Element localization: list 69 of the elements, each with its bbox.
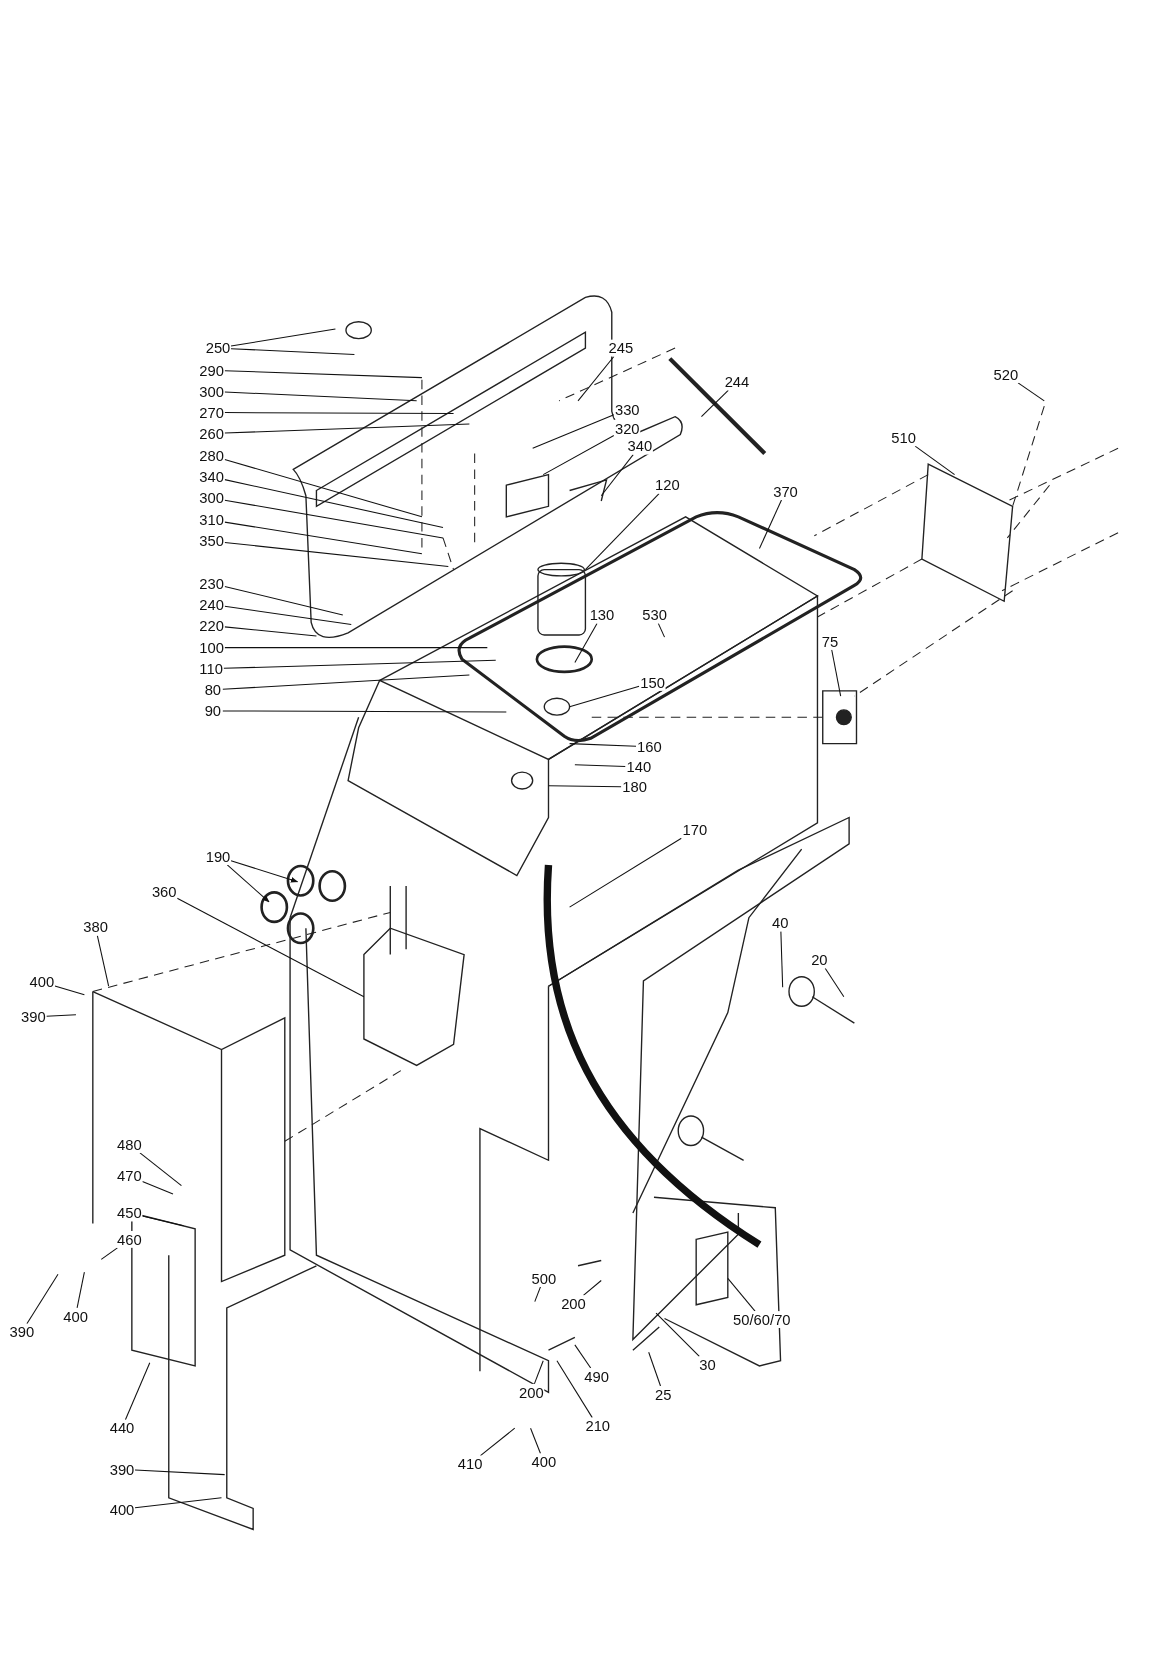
leader-line [556,1360,593,1419]
leader-line [224,370,423,379]
leader-line [758,499,783,550]
leader-line [574,764,627,767]
leader-line [914,445,956,476]
leader-line [600,454,634,497]
leader-line [224,391,418,402]
leader-line [224,647,488,649]
leader-line [230,328,336,347]
leader-line [831,649,842,697]
leader-line [76,1271,85,1309]
leader-line [582,1280,602,1296]
callout-number: 50/60/70 [732,1311,792,1328]
leader-line [224,412,455,414]
leader-line [134,1497,223,1509]
leader-line [727,1277,756,1312]
callout-number: 490 [583,1368,611,1385]
callout-number: 460 [116,1230,143,1248]
leader-line [569,685,640,708]
leader-line [532,414,615,449]
leader-line [824,967,845,998]
leader-line [230,348,355,355]
leader-line [479,1427,516,1457]
leader-line [657,622,666,638]
leader-line [224,499,444,539]
leader-line [533,1360,544,1385]
leader-line [655,1312,700,1357]
leader-line [224,423,470,434]
leader-line [223,659,497,669]
leader-line [224,521,423,555]
leader-line [577,356,615,402]
leader-line [534,1286,541,1303]
leader-line [542,435,615,476]
leader-line [45,1014,77,1017]
leader-line [230,860,299,883]
leader-line [584,493,660,571]
leader-line [124,1362,151,1421]
leader-line [700,389,729,418]
leader-line [547,785,622,788]
leader-line [574,622,598,663]
leader-line [224,541,449,567]
leader-line [222,710,507,713]
leader-line [134,1469,226,1476]
callout-number: 320 [613,419,641,437]
leader-line [574,1344,592,1369]
leader-line [224,479,444,528]
leader-line [139,1152,182,1187]
leader-line [224,605,352,625]
leader-line [176,897,365,998]
leader-line [224,585,344,616]
leader-line [569,743,637,747]
leader-line [141,1180,174,1195]
leader-line [96,935,110,987]
leader-line [141,1215,185,1227]
leader-line [224,626,317,637]
leader-line [569,837,682,908]
leader-line [1017,382,1045,402]
leader-line [224,458,423,518]
callout-number: 25 [654,1386,673,1403]
leader-line [226,864,270,903]
leader-line [222,674,470,690]
leader-line [100,1247,118,1260]
leader-line [648,1351,662,1387]
callout-number: 200 [517,1383,545,1401]
leader-line [530,1427,541,1455]
leader-line [26,1273,59,1325]
leader-line [780,930,784,988]
leader-line [54,985,85,996]
callout-number: 245 [607,339,635,357]
